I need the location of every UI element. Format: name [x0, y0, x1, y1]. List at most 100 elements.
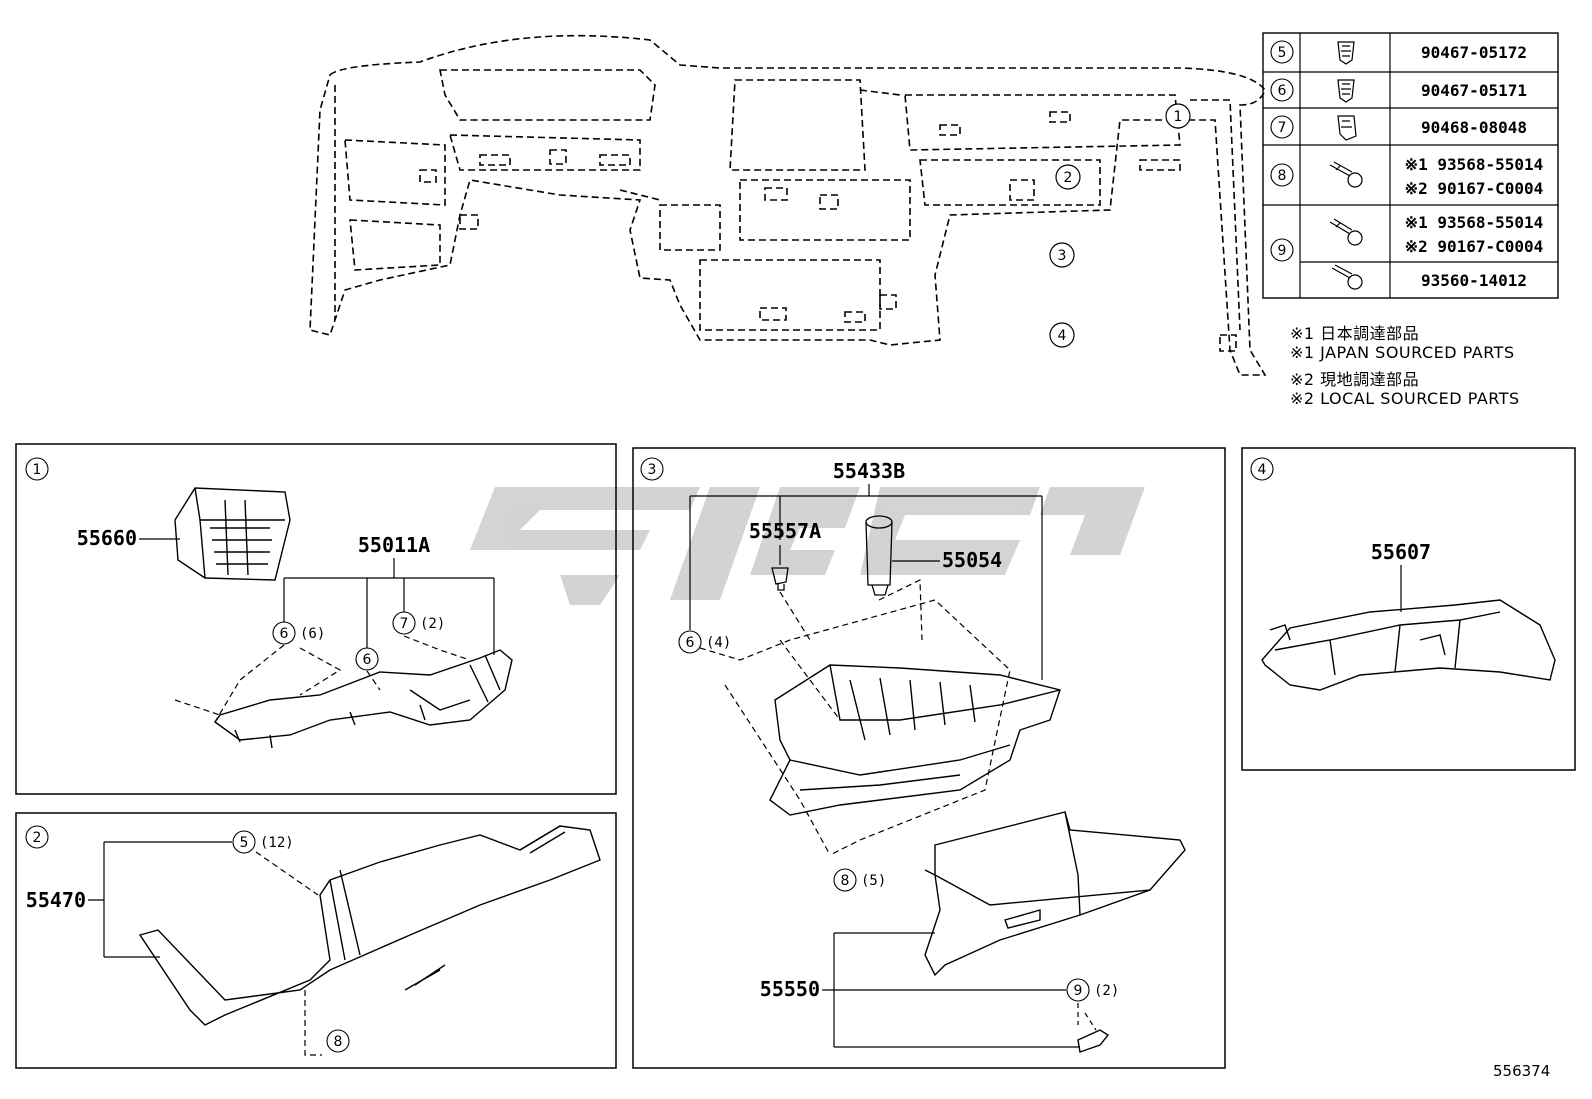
table-part-number: 93560-14012 [1421, 271, 1527, 290]
part-label-55470: 55470 [26, 888, 86, 912]
svg-text:9: 9 [1278, 243, 1287, 259]
svg-text:5: 5 [240, 835, 249, 851]
instrument-panel-overview [309, 34, 1267, 376]
overview-callout-4: 4 [1049, 322, 1075, 348]
fastener-callout-6: 6 (6) [272, 621, 325, 645]
panel-2-frame [15, 812, 617, 1069]
svg-text:9: 9 [1074, 983, 1083, 999]
table-ref-6: 6 [1270, 78, 1294, 102]
svg-text:6: 6 [363, 652, 372, 668]
part-label-55433B: 55433B [833, 459, 905, 483]
svg-text:1: 1 [33, 462, 42, 478]
fasteners-table: 5 6 7 8 9 [1262, 32, 1559, 299]
note-local-sourced-en: ※2 LOCAL SOURCED PARTS [1290, 389, 1520, 408]
dashed-leaders-panel-2 [255, 851, 322, 1056]
part-55011A-illustration [214, 649, 513, 749]
svg-text:(2): (2) [420, 616, 445, 632]
table-part-number: ※2 90167-C0004 [1405, 179, 1544, 198]
fastener-callout-6: 6 (4) [678, 630, 731, 654]
svg-text:6: 6 [686, 635, 695, 651]
svg-text:4: 4 [1058, 328, 1067, 344]
fastener-callout-6: 6 [355, 647, 379, 671]
svg-text:7: 7 [400, 616, 409, 632]
table-ref-9: 9 [1270, 238, 1294, 262]
overview-callout-1: 1 [1165, 103, 1191, 129]
screw-icon [1329, 161, 1363, 188]
part-55470-illustration [138, 825, 601, 1026]
panel-1-id: 1 [25, 457, 49, 481]
glove-box-door-illustration [924, 811, 1186, 977]
leader-55433B [689, 484, 1043, 680]
svg-text:6: 6 [280, 626, 289, 642]
panel-4-id: 4 [1250, 457, 1274, 481]
screw-icon [1331, 264, 1363, 290]
lock-cylinder-illustration [1077, 1029, 1110, 1053]
panel-4-frame [1241, 447, 1576, 771]
part-55660-illustration [174, 487, 291, 581]
svg-text:6: 6 [1278, 83, 1287, 99]
table-part-number: ※1 93568-55014 [1405, 213, 1544, 232]
table-part-number: 90468-08048 [1421, 118, 1527, 137]
panel-1-frame [15, 443, 617, 795]
screw-icon [1329, 218, 1363, 246]
overview-callout-3: 3 [1049, 242, 1075, 268]
note-japan-sourced-en: ※1 JAPAN SOURCED PARTS [1290, 343, 1515, 362]
part-55557A-illustration [771, 567, 789, 591]
dashed-leaders-panel-3b [1077, 1003, 1097, 1031]
svg-text:7: 7 [1278, 120, 1287, 136]
part-label-55054: 55054 [942, 548, 1002, 572]
part-label-55557A: 55557A [749, 519, 821, 543]
dashed-leaders-panel-1 [174, 635, 471, 723]
part-label-55660: 55660 [77, 526, 137, 550]
table-part-number: ※1 93568-55014 [1405, 155, 1544, 174]
part-label-55011A: 55011A [358, 533, 430, 557]
dashed-leaders-panel-3 [699, 579, 1011, 856]
svg-text:8: 8 [841, 873, 850, 889]
clip-icon [1337, 41, 1355, 65]
table-part-number: ※2 90167-C0004 [1405, 237, 1544, 256]
svg-text:5: 5 [1278, 45, 1287, 61]
svg-text:(2): (2) [1094, 983, 1119, 999]
table-ref-5: 5 [1270, 40, 1294, 64]
table-ref-7: 7 [1270, 115, 1294, 139]
clip-icon [1337, 79, 1355, 103]
fastener-callout-8: 8 [326, 1029, 350, 1053]
note-local-sourced-jp: ※2 現地調達部品 [1290, 370, 1420, 389]
svg-text:8: 8 [334, 1034, 343, 1050]
svg-text:3: 3 [648, 462, 657, 478]
leader-55550 [822, 932, 1080, 1048]
table-ref-8: 8 [1270, 163, 1294, 187]
leader-55470 [88, 841, 232, 958]
svg-text:(6): (6) [300, 626, 325, 642]
panel-3-frame [632, 447, 1226, 1069]
svg-text:4: 4 [1258, 462, 1267, 478]
panel-3-id: 3 [640, 457, 664, 481]
svg-text:(5): (5) [861, 873, 886, 889]
svg-text:(4): (4) [706, 635, 731, 651]
svg-text:1: 1 [1174, 109, 1183, 125]
diagram-code: 556374 [1493, 1062, 1551, 1080]
table-part-number: 90467-05171 [1421, 81, 1527, 100]
clip-icon [1337, 115, 1357, 141]
fastener-callout-9: 9 (2) [1066, 978, 1119, 1002]
glove-box-housing-illustration [769, 664, 1061, 816]
fastener-callout-8: 8 (5) [833, 868, 886, 892]
svg-text:2: 2 [1064, 170, 1073, 186]
table-part-number: 90467-05172 [1421, 43, 1527, 62]
svg-text:(12): (12) [260, 835, 294, 851]
watermark-logo [470, 487, 1145, 605]
fastener-callout-5: 5 (12) [232, 830, 294, 854]
part-label-55607: 55607 [1371, 540, 1431, 564]
fastener-callout-7: 7 (2) [392, 611, 445, 635]
svg-text:3: 3 [1058, 248, 1067, 264]
note-japan-sourced-jp: ※1 日本調達部品 [1290, 324, 1420, 343]
leader-55011A [283, 558, 495, 655]
panel-2-id: 2 [25, 825, 49, 849]
overview-callout-2: 2 [1055, 164, 1081, 190]
part-label-55550: 55550 [760, 977, 820, 1001]
svg-text:2: 2 [33, 830, 42, 846]
svg-text:8: 8 [1278, 168, 1287, 184]
part-55607-illustration [1261, 599, 1556, 691]
part-55054-illustration [865, 515, 893, 596]
